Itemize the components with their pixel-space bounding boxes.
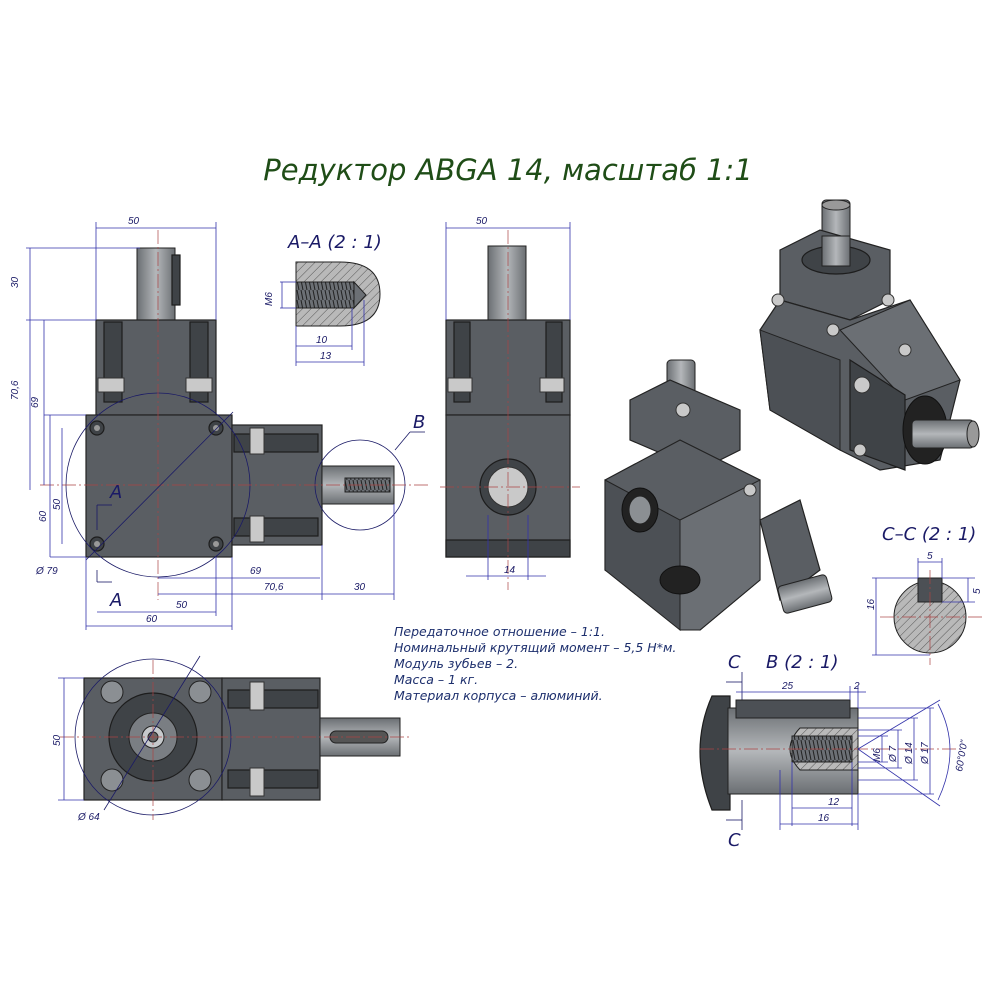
- section-cc: C–C (2 : 1) 5 5 16: [866, 524, 985, 665]
- dim-aa-10: 10: [316, 335, 328, 346]
- dim-front-bottom-70-6: 70,6: [264, 582, 284, 593]
- front-top-shaft: [136, 247, 176, 321]
- side-view: 50 14: [440, 216, 580, 590]
- notes-block: Передаточное отношение – 1:1. Номинальны…: [394, 624, 676, 703]
- dim-b-7: Ø 7: [888, 745, 899, 763]
- dim-front-bottom-69: 69: [250, 566, 262, 577]
- dim-front-height-69: 69: [30, 396, 41, 408]
- dim-front-bottom-60: 60: [146, 614, 158, 625]
- dim-front-height-50: 50: [52, 498, 63, 510]
- dim-b-25: 25: [781, 681, 794, 692]
- dim-front-bottom-30: 30: [354, 582, 366, 593]
- side-top-shaft: [487, 245, 527, 321]
- section-aa-title: A–A (2 : 1): [287, 232, 382, 253]
- dim-cc-5-right: 5: [972, 588, 983, 594]
- dim-front-height-70-6: 70,6: [10, 380, 21, 400]
- dim-b-2: 2: [853, 681, 860, 692]
- bottom-view: 50 Ø 64: [52, 655, 410, 823]
- dim-b-angle: 60°0'0": [954, 739, 970, 773]
- dim-aa-m6: M6: [264, 292, 275, 306]
- dim-b-16: 16: [818, 813, 830, 824]
- section-a-top-label: A: [109, 482, 122, 503]
- dim-front-height-60: 60: [38, 510, 49, 522]
- detail-b-view: B (2 : 1) C C 25 2 M6 Ø 7 Ø 14 Ø: [699, 652, 971, 851]
- dim-bottom-diam-64: Ø 64: [77, 812, 100, 823]
- detail-b-marker: B: [413, 412, 425, 433]
- dim-cc-5-top: 5: [927, 551, 933, 562]
- dim-cc-16: 16: [866, 598, 877, 610]
- dim-side-width-50: 50: [476, 216, 488, 227]
- front-shaft-key: [171, 254, 181, 306]
- dim-aa-13: 13: [320, 351, 332, 362]
- iso-view-middle: [604, 359, 833, 632]
- note-ratio: Передаточное отношение – 1:1.: [394, 624, 605, 639]
- section-c-bottom-label: C: [728, 830, 741, 851]
- section-c-top-label: C: [728, 652, 741, 673]
- iso-view-right: [759, 199, 980, 471]
- dim-b-12: 12: [828, 797, 840, 808]
- note-torque: Номинальный крутящий момент – 5,5 Н*м.: [394, 640, 676, 655]
- dim-side-bore-14: 14: [504, 565, 516, 576]
- note-material: Материал корпуса – алюминий.: [394, 688, 603, 703]
- dim-b-m6: M6: [872, 748, 883, 762]
- dim-front-height-30: 30: [10, 276, 21, 288]
- section-cc-title: C–C (2 : 1): [882, 524, 976, 545]
- drawing-title: Редуктор ABGA 14, масштаб 1:1: [263, 153, 753, 187]
- note-module: Модуль зубьев – 2.: [394, 656, 518, 671]
- section-aa: A–A (2 : 1) M6 10 13: [264, 232, 382, 366]
- detail-b-title: B (2 : 1): [766, 652, 839, 673]
- dim-b-17: Ø 17: [920, 742, 931, 765]
- dim-bottom-height-50: 50: [52, 734, 63, 746]
- note-mass: Масса – 1 кг.: [394, 672, 478, 687]
- section-a-bottom-label: A: [109, 590, 122, 611]
- dim-front-width-50: 50: [128, 216, 140, 227]
- front-view: B A A 50 30 70,6 69 60 50 Ø 79: [10, 216, 430, 630]
- dim-front-diam-79: Ø 79: [35, 566, 58, 577]
- dim-b-14: Ø 14: [904, 742, 915, 765]
- dim-front-bottom-50: 50: [176, 600, 188, 611]
